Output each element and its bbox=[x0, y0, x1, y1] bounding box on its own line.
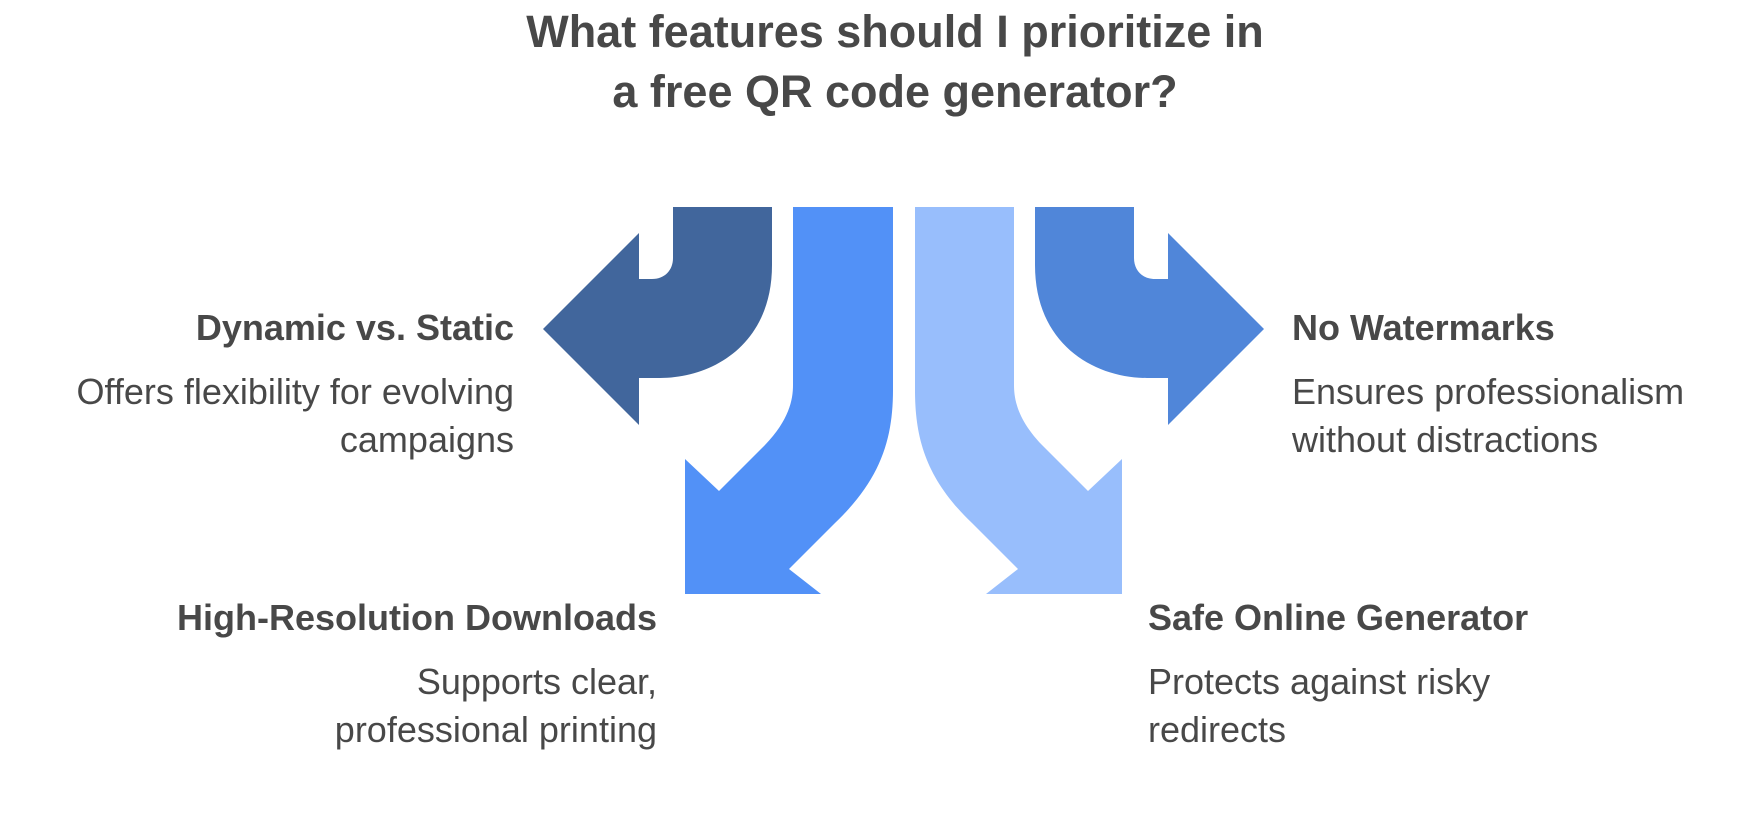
feature-description: Offers flexibility for evolving campaign… bbox=[76, 371, 514, 460]
feature-heading: High-Resolution Downloads bbox=[177, 597, 657, 638]
feature-description: Protects against risky redirects bbox=[1148, 661, 1491, 750]
feature-description: Ensures professionalism without distract… bbox=[1292, 371, 1685, 460]
feature-no-watermarks: No Watermarks Ensures professionalism wi… bbox=[1292, 306, 1742, 464]
arrow-left-icon bbox=[543, 207, 772, 425]
diagram-title: What features should I prioritize in a f… bbox=[526, 6, 1264, 117]
feature-heading: No Watermarks bbox=[1292, 307, 1555, 348]
arrow-right-icon bbox=[1035, 207, 1264, 425]
feature-high-resolution-downloads: High-Resolution Downloads Supports clear… bbox=[137, 596, 657, 754]
feature-heading: Safe Online Generator bbox=[1148, 597, 1529, 638]
arrow-down-right-icon bbox=[915, 207, 1122, 594]
feature-description: Supports clear, professional printing bbox=[334, 661, 657, 750]
feature-safe-online-generator: Safe Online Generator Protects against r… bbox=[1148, 596, 1568, 754]
feature-dynamic-vs-static: Dynamic vs. Static Offers flexibility fo… bbox=[0, 306, 514, 464]
arrow-down-left-icon bbox=[685, 207, 893, 594]
feature-heading: Dynamic vs. Static bbox=[195, 307, 514, 348]
